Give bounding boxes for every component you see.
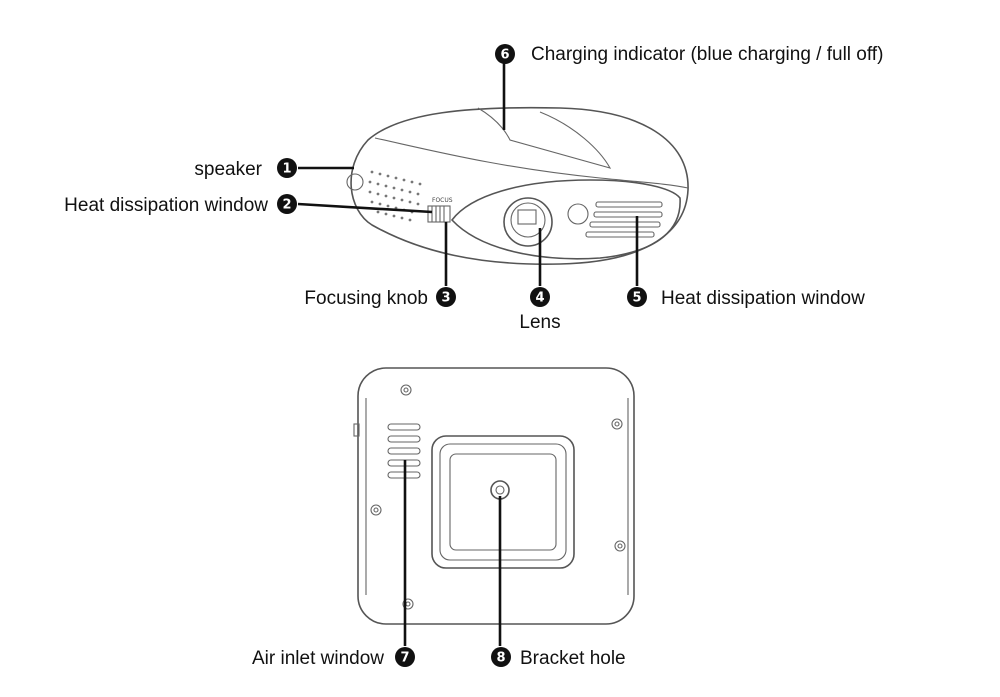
callout-6-number: 6 <box>500 48 509 63</box>
callout-5-number: 5 <box>632 291 641 306</box>
callout-2-badge <box>277 194 297 214</box>
top-strip <box>477 107 612 169</box>
callout-7-number: 7 <box>400 651 409 666</box>
bracket-plate-middle <box>439 443 567 561</box>
side-vent-dots <box>368 170 422 222</box>
callout-8-label: Bracket hole <box>520 648 626 669</box>
callout-2-label: Heat dissipation window <box>64 195 268 216</box>
focus-knob: FOCUS <box>427 197 453 223</box>
callout-3-number: 3 <box>441 291 450 306</box>
callout-4-number: 4 <box>535 291 544 306</box>
callout-8: 8 Bracket hole <box>491 647 626 669</box>
callout-4-badge <box>530 287 550 307</box>
bottom-body <box>357 367 635 625</box>
callout-4: 4 Lens <box>519 287 561 333</box>
callout-2-number: 2 <box>282 198 291 213</box>
bracket-plate-outer <box>431 435 575 569</box>
front-heat-slots <box>585 201 663 238</box>
callout-8-badge <box>491 647 511 667</box>
leader-2 <box>297 202 433 214</box>
focus-text: FOCUS <box>432 197 453 204</box>
callout-7: 7 Air inlet window <box>252 647 415 669</box>
callout-5-label: Heat dissipation window <box>661 288 865 309</box>
callout-2: 2 Heat dissipation window <box>64 194 297 216</box>
bracket-hole-thread <box>495 485 505 495</box>
leader-lines <box>297 62 639 646</box>
projector-bottom-view <box>353 367 635 625</box>
side-notch <box>353 423 360 437</box>
callout-3: 3 Focusing knob <box>304 287 456 309</box>
air-inlet-slots <box>387 423 421 479</box>
callout-4-label: Lens <box>519 312 560 333</box>
callout-1: 1 speaker <box>194 158 297 180</box>
power-button <box>346 173 364 191</box>
lens <box>503 197 553 247</box>
callout-3-badge <box>436 287 456 307</box>
callout-6-badge <box>495 44 515 64</box>
callout-1-label: speaker <box>194 159 262 180</box>
callout-7-badge <box>395 647 415 667</box>
top-ridge <box>374 137 689 189</box>
screw-holes <box>370 384 626 610</box>
callout-7-label: Air inlet window <box>252 648 384 669</box>
projector-front-view: FOCUS <box>346 106 689 265</box>
lens-panel <box>450 179 681 260</box>
callout-3-label: Focusing knob <box>304 288 428 309</box>
bracket-plate-inner <box>449 453 557 551</box>
callout-6: 6 Charging indicator (blue charging / fu… <box>495 44 883 65</box>
callout-5: 5 Heat dissipation window <box>627 287 865 309</box>
callout-1-badge <box>277 158 297 178</box>
callout-8-number: 8 <box>496 651 505 666</box>
sensor-window <box>567 203 589 225</box>
callout-1-number: 1 <box>282 162 291 177</box>
callout-6-label: Charging indicator (blue charging / full… <box>531 44 883 65</box>
callout-5-badge <box>627 287 647 307</box>
